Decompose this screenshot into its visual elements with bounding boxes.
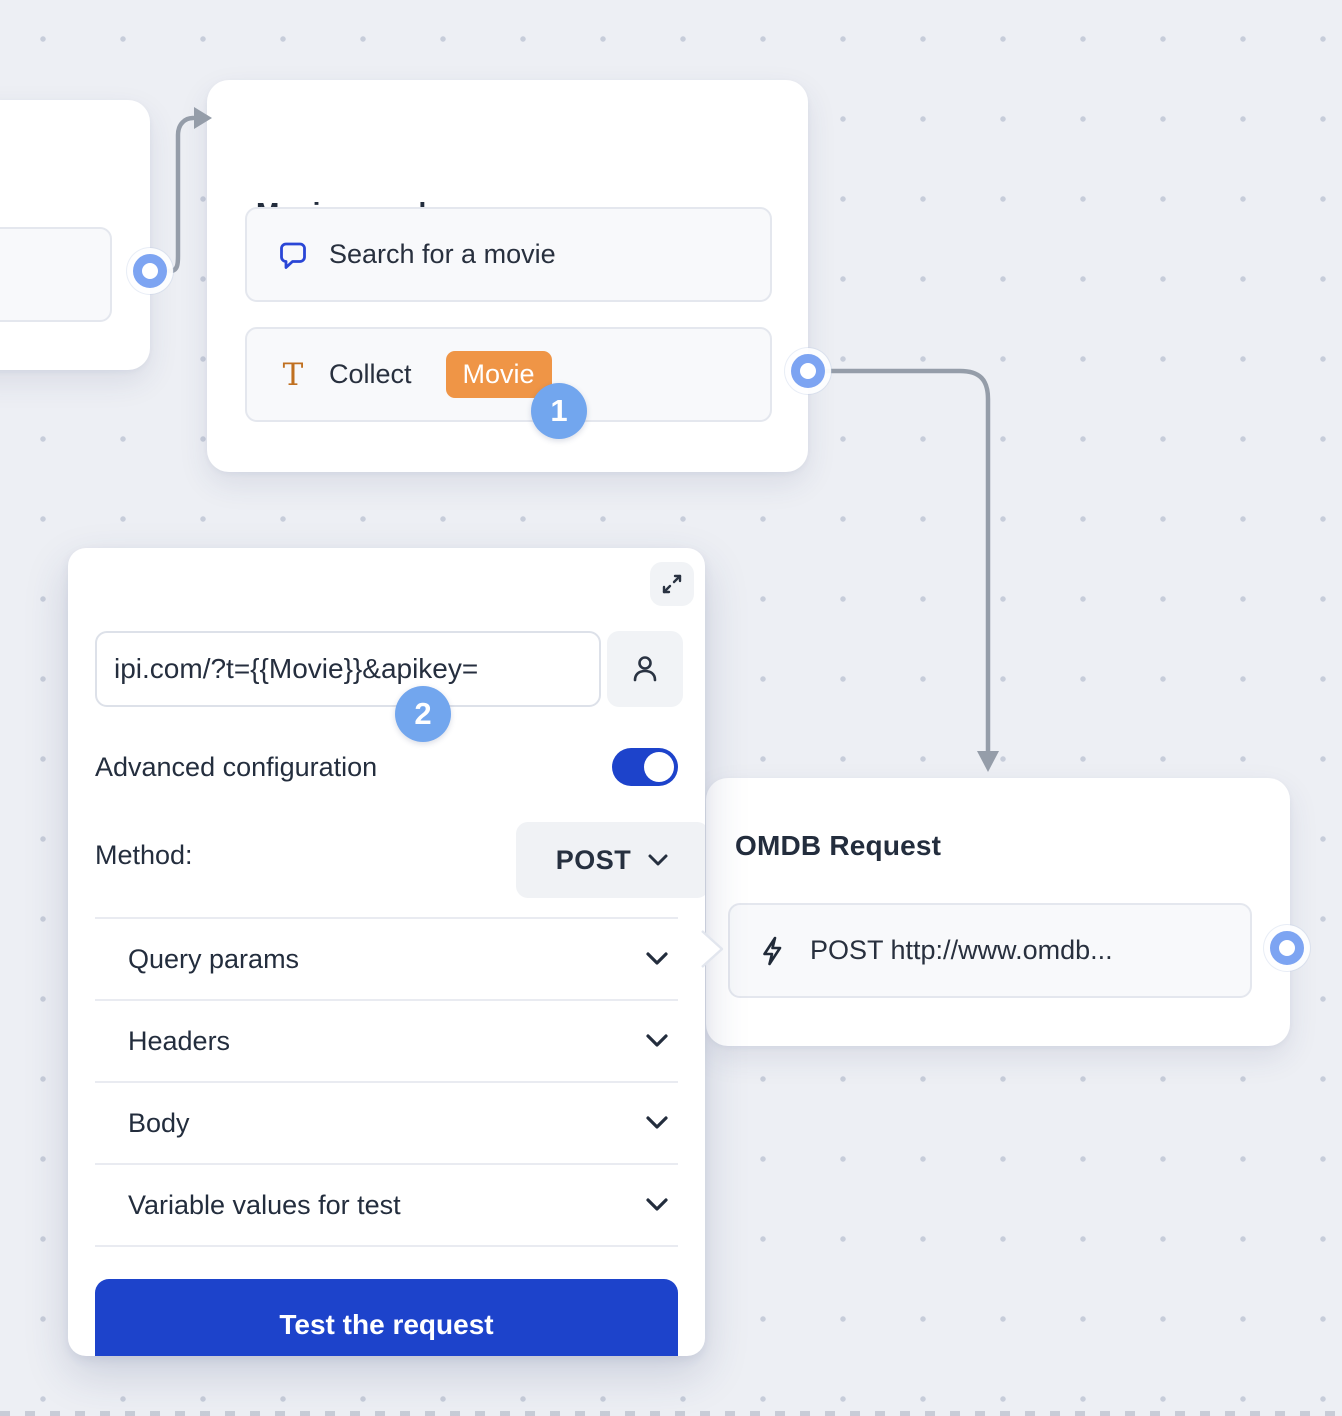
section-label: Variable values for test (128, 1189, 401, 1220)
webhook-config-panel: ipi.com/?t={{Movie}}&apikey= Advanced co… (68, 548, 705, 1356)
cutoff-element-bottom (0, 1411, 1342, 1416)
node-item-search-for-movie[interactable]: Search for a movie (245, 207, 772, 302)
lightning-icon (758, 935, 790, 967)
divider (95, 1245, 678, 1247)
variable-badge-movie[interactable]: Movie (445, 351, 552, 398)
person-button[interactable] (607, 631, 683, 707)
section-label: Query params (128, 943, 300, 974)
step-badge-1: 1 (531, 383, 587, 439)
method-dropdown[interactable]: POST (516, 822, 705, 898)
advanced-configuration-label: Advanced configuration (95, 751, 378, 782)
method-row: Method: POST (95, 822, 705, 898)
text-T-icon: T (282, 356, 304, 393)
node-card-partial-left[interactable] (0, 100, 150, 370)
url-input[interactable]: ipi.com/?t={{Movie}}&apikey= (95, 631, 601, 707)
expand-icon (658, 570, 686, 598)
node-item-label: POST http://www.omdb... (810, 935, 1113, 965)
test-request-button[interactable]: Test the request (95, 1279, 678, 1356)
advanced-configuration-toggle[interactable] (612, 748, 678, 786)
node-item-post-request[interactable]: POST http://www.omdb... (728, 903, 1252, 998)
chevron-down-icon (644, 1197, 670, 1213)
method-value: POST (555, 844, 632, 875)
output-port-omdb[interactable] (1270, 931, 1304, 965)
chevron-down-icon (644, 1033, 670, 1049)
method-label: Method: (95, 840, 193, 870)
section-body[interactable]: Body (95, 1081, 678, 1163)
node-card-movie-search[interactable]: Movie search Search for a movie T Collec… (207, 80, 808, 472)
toggle-knob (644, 752, 674, 782)
expand-button[interactable] (650, 562, 694, 606)
node-item-collect-movie[interactable]: T Collect Movie (245, 327, 772, 422)
chat-bubble-icon (277, 239, 309, 271)
node-item-label: Search for a movie (329, 239, 556, 269)
output-port[interactable] (133, 254, 167, 288)
output-port-movie-search[interactable] (791, 354, 825, 388)
step-badge-2: 2 (395, 686, 451, 742)
chevron-down-icon (644, 1115, 670, 1131)
url-input-value: ipi.com/?t={{Movie}}&apikey= (114, 653, 479, 684)
node-item[interactable] (0, 227, 112, 322)
person-icon (627, 651, 663, 687)
section-query-params[interactable]: Query params (95, 917, 678, 999)
collapsible-sections: Query params Headers Body Variable value… (95, 917, 678, 1247)
node-title: OMDB Request (735, 830, 942, 861)
section-variable-values[interactable]: Variable values for test (95, 1163, 678, 1245)
section-label: Headers (128, 1025, 231, 1056)
section-headers[interactable]: Headers (95, 999, 678, 1081)
chevron-down-icon (644, 951, 670, 967)
panel-pointer-beak (701, 930, 724, 968)
node-card-omdb-request[interactable]: OMDB Request POST http://www.omdb... (706, 778, 1290, 1046)
chevron-down-icon (647, 853, 669, 867)
section-label: Body (128, 1107, 190, 1138)
node-item-label: Collect (329, 359, 412, 389)
